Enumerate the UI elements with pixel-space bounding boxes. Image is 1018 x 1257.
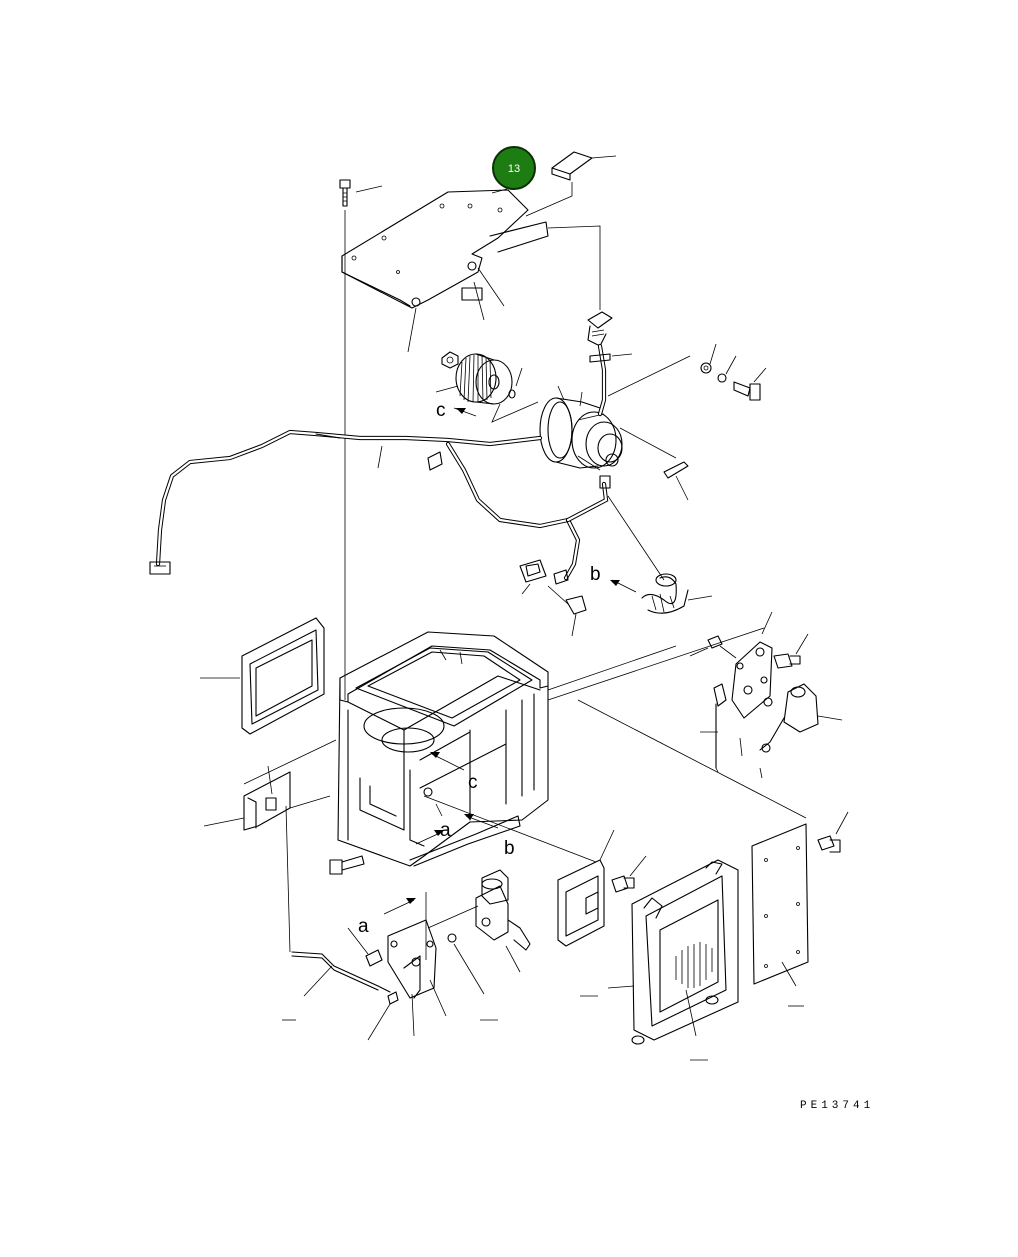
motor-bolt[interactable]	[733, 381, 761, 401]
lock-washer[interactable]	[717, 373, 727, 383]
arrow-b-case-label: b	[504, 838, 515, 859]
blower-fan-wheel[interactable]	[455, 353, 513, 405]
servo-actuator[interactable]	[475, 869, 531, 951]
unit-case[interactable]	[337, 631, 549, 867]
evaporator-cover[interactable]	[631, 859, 739, 1045]
side-panel[interactable]	[751, 823, 809, 985]
flat-washer[interactable]	[700, 362, 712, 374]
arrow-b-case: b	[464, 814, 515, 859]
harness-end-connector[interactable]	[149, 561, 171, 575]
wire-clip[interactable]	[589, 353, 611, 363]
arrow-a-case-label: a	[440, 820, 451, 841]
motor-plug[interactable]	[599, 475, 611, 489]
motor-connector[interactable]	[587, 311, 613, 347]
arrow-c-case-label: c	[468, 772, 478, 793]
hex-nut[interactable]	[441, 351, 459, 369]
bracket-actuator[interactable]	[759, 683, 819, 753]
cover-bolt[interactable]	[339, 179, 351, 207]
rod-clip[interactable]	[387, 991, 399, 1005]
module-screw[interactable]	[611, 875, 635, 893]
control-module[interactable]	[557, 859, 605, 947]
callout-badge-13[interactable]: 13	[492, 146, 536, 190]
resistor-screw[interactable]	[565, 595, 587, 615]
arrow-b-label: b	[590, 564, 601, 585]
arrow-a-lower: a	[358, 898, 416, 937]
harness-mid-connector[interactable]	[427, 451, 443, 471]
wiring-harness[interactable]	[155, 429, 609, 581]
callout-number: 13	[508, 163, 520, 175]
servo-washer[interactable]	[447, 933, 457, 943]
top-cover-plate[interactable]	[341, 189, 549, 309]
fan-washer[interactable]	[508, 389, 516, 399]
arrow-a-lower-label: a	[358, 916, 369, 937]
bracket-washer[interactable]	[763, 697, 773, 707]
arrow-a-case: a	[415, 820, 451, 845]
filter-frame[interactable]	[241, 617, 325, 735]
case-bolt[interactable]	[329, 855, 365, 875]
lever-screw[interactable]	[365, 949, 383, 967]
arrow-c-label: c	[436, 400, 446, 421]
filter-panel[interactable]	[243, 771, 291, 831]
hose-clamp[interactable]	[663, 461, 689, 479]
arrow-c-case: c	[430, 752, 478, 793]
link-rod[interactable]	[291, 951, 391, 993]
bracket-link[interactable]	[713, 683, 727, 769]
arrow-c-top: c	[436, 400, 477, 421]
drawing-code: PE13741	[800, 1100, 874, 1112]
damper-lever[interactable]	[387, 919, 437, 999]
panel-bolt[interactable]	[817, 835, 841, 853]
blower-motor[interactable]	[539, 397, 623, 471]
arrow-b-top: b	[590, 564, 637, 593]
resistor[interactable]	[519, 559, 569, 585]
clip-part[interactable]	[551, 151, 593, 181]
bracket-bolt[interactable]	[773, 653, 801, 669]
duct-hose[interactable]	[641, 573, 689, 614]
bracket-screw[interactable]	[707, 635, 723, 649]
mounting-bracket[interactable]	[731, 641, 773, 719]
